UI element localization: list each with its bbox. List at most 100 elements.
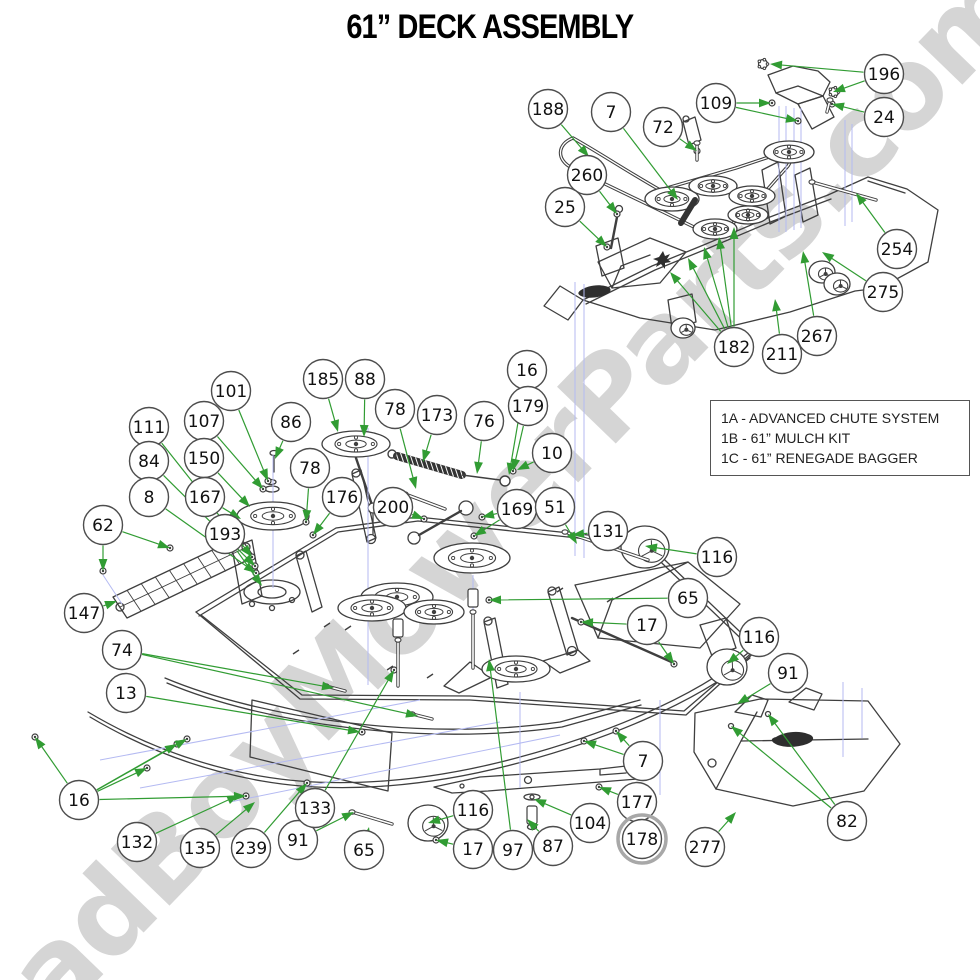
callout-24: 24 (863, 96, 905, 138)
svg-text:200: 200 (377, 498, 409, 518)
svg-text:109: 109 (700, 94, 732, 114)
svg-text:78: 78 (299, 459, 321, 479)
legend-item-1b: 1B - 61” MULCH KIT (721, 430, 851, 446)
svg-text:16: 16 (516, 361, 538, 381)
callout-116: 116 (696, 536, 738, 578)
svg-text:8: 8 (144, 488, 155, 508)
spindle-housing (243, 579, 301, 612)
pulley (236, 501, 310, 531)
svg-text:7: 7 (606, 103, 617, 123)
callout-277: 277 (684, 826, 726, 868)
callout-65: 65 (343, 829, 385, 871)
callout-91: 91 (277, 819, 319, 861)
callout-260: 260 (566, 154, 608, 196)
star-mark (653, 251, 671, 269)
callout-147: 147 (63, 592, 105, 634)
svg-text:275: 275 (867, 283, 899, 303)
svg-text:76: 76 (473, 412, 495, 432)
callout-76: 76 (463, 400, 505, 442)
svg-text:7: 7 (638, 752, 649, 772)
callout-185: 185 (302, 358, 344, 400)
svg-text:173: 173 (421, 406, 453, 426)
svg-text:135: 135 (184, 839, 216, 859)
callout-104: 104 (569, 802, 611, 844)
callout-16: 16 (506, 349, 548, 391)
deck-belt (558, 136, 793, 236)
callout-109: 109 (695, 82, 737, 124)
svg-text:132: 132 (121, 833, 153, 853)
roller-bar-lattice (119, 543, 248, 612)
svg-text:150: 150 (188, 449, 220, 469)
svg-text:179: 179 (512, 397, 544, 417)
callout-150: 150 (183, 437, 225, 479)
legend-box: 1A - ADVANCED CHUTE SYSTEM 1B - 61” MULC… (710, 400, 970, 476)
callout-179: 179 (507, 385, 549, 427)
discharge-chute (693, 687, 901, 807)
callout-91: 91 (767, 652, 809, 694)
svg-text:177: 177 (621, 793, 653, 813)
callout-25: 25 (544, 186, 586, 228)
svg-text:86: 86 (280, 413, 302, 433)
callout-72: 72 (642, 106, 684, 148)
svg-text:65: 65 (677, 589, 699, 609)
svg-text:176: 176 (326, 488, 358, 508)
svg-text:239: 239 (235, 839, 267, 859)
pulley (763, 140, 815, 164)
svg-text:65: 65 (353, 841, 375, 861)
callout-173: 173 (416, 394, 458, 436)
callout-10: 10 (531, 432, 573, 474)
pulley (321, 430, 391, 458)
svg-text:116: 116 (743, 628, 775, 648)
wheel (620, 525, 670, 569)
svg-text:84: 84 (138, 452, 160, 472)
callout-65: 65 (667, 577, 709, 619)
svg-text:185: 185 (307, 370, 339, 390)
leader-lines (35, 60, 886, 848)
pulley (481, 655, 551, 683)
pulley (337, 594, 407, 622)
pulley (644, 186, 700, 212)
callout-84: 84 (128, 440, 170, 482)
svg-text:260: 260 (571, 166, 603, 186)
svg-text:167: 167 (189, 488, 221, 508)
callout-200: 200 (372, 486, 414, 528)
callout-116: 116 (738, 616, 780, 658)
svg-text:116: 116 (701, 548, 733, 568)
callout-267: 267 (796, 315, 838, 357)
callout-97: 97 (492, 829, 534, 871)
callout-275: 275 (862, 271, 904, 313)
svg-text:131: 131 (592, 522, 624, 542)
callout-86: 86 (270, 401, 312, 443)
deck-hatch-marks (292, 587, 614, 679)
svg-text:78: 78 (384, 400, 406, 420)
deck-shell (543, 176, 939, 331)
svg-text:17: 17 (462, 840, 484, 860)
svg-text:101: 101 (215, 382, 247, 402)
callout-16: 16 (58, 779, 100, 821)
callout-107: 107 (183, 400, 225, 442)
callout-254: 254 (876, 228, 918, 270)
svg-text:24: 24 (873, 108, 895, 128)
callout-7: 7 (590, 91, 632, 133)
legend-item-1a: 1A - ADVANCED CHUTE SYSTEM (721, 410, 940, 426)
callout-211: 211 (761, 333, 803, 375)
pulley (692, 218, 738, 240)
callout-178: 178 (616, 813, 668, 865)
callout-188: 188 (527, 88, 569, 130)
svg-text:182: 182 (718, 338, 750, 358)
svg-text:91: 91 (287, 831, 309, 851)
idler-brackets-top (595, 115, 819, 329)
callout-74: 74 (101, 629, 143, 671)
callout-193: 193 (204, 513, 246, 555)
callout-82: 82 (826, 800, 868, 842)
badboy-logo-top (578, 285, 611, 298)
svg-text:267: 267 (801, 327, 833, 347)
svg-text:72: 72 (652, 118, 674, 138)
svg-text:147: 147 (68, 604, 100, 624)
callout-177: 177 (616, 781, 658, 823)
svg-text:211: 211 (766, 345, 798, 365)
callout-182: 182 (713, 326, 755, 368)
svg-text:16: 16 (68, 791, 90, 811)
svg-text:17: 17 (636, 616, 658, 636)
